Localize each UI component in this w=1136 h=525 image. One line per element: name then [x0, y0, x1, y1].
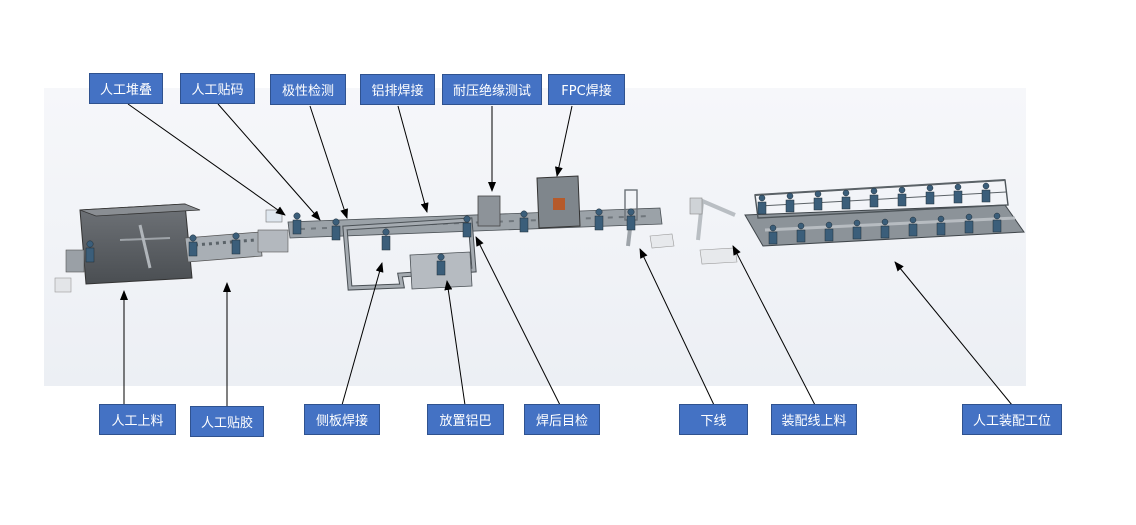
arrow-assembly-loading [732, 245, 816, 406]
worker-figure [462, 215, 472, 238]
worker-figure [231, 232, 241, 255]
label-offline: 下线 [679, 404, 748, 435]
label-side-plate-welding: 侧板焊接 [304, 404, 380, 435]
arrow-manual-stacking [127, 103, 286, 216]
worker-figure [594, 208, 604, 231]
arrow-busbar-welding [397, 105, 429, 213]
worker-figure [964, 213, 974, 234]
worker-figure [925, 184, 935, 205]
label-polarity-check: 极性检测 [270, 74, 346, 105]
label-place-busbar: 放置铝巴 [427, 404, 504, 435]
label-hipot-test: 耐压绝缘测试 [442, 74, 542, 105]
worker-figure [626, 208, 636, 231]
arrow-place-busbar [444, 280, 466, 406]
label-assembly-loading: 装配线上料 [771, 404, 857, 435]
callout-arrows [120, 103, 1013, 407]
label-manual-gluing: 人工贴胶 [190, 406, 264, 437]
label-busbar-welding: 铝排焊接 [360, 74, 435, 105]
worker-figure [953, 183, 963, 204]
arrow-manual-assembly-station [894, 261, 1013, 406]
label-manual-stacking: 人工堆叠 [89, 73, 163, 104]
loading-enclosure [54, 203, 201, 293]
worker-figure [869, 187, 879, 208]
worker-figure [813, 190, 823, 211]
worker-figure [331, 218, 341, 241]
worker-figure [981, 182, 991, 203]
arrow-side-plate-welding [341, 262, 384, 406]
worker-figure [85, 240, 95, 263]
arrow-offline [639, 248, 715, 406]
worker-figure [188, 234, 198, 257]
worker-figures [85, 182, 1002, 276]
offline-crane [649, 197, 738, 265]
worker-figure [852, 219, 862, 240]
arrow-post-weld-inspection [475, 236, 561, 406]
worker-figure [841, 189, 851, 210]
worker-figure [519, 210, 529, 233]
assembly-line [744, 179, 1025, 247]
arrow-polarity-check [309, 105, 348, 219]
worker-figure [381, 228, 391, 251]
worker-figure [936, 215, 946, 236]
label-manual-coding: 人工贴码 [180, 73, 255, 104]
label-manual-loading: 人工上料 [99, 404, 176, 435]
worker-figure [824, 221, 834, 242]
worker-figure [880, 218, 890, 239]
arrow-manual-coding [217, 103, 321, 221]
main-line [287, 175, 663, 291]
label-post-weld-inspection: 焊后目检 [524, 404, 600, 435]
worker-figure [292, 212, 302, 235]
worker-figure [757, 194, 767, 215]
worker-figure [992, 212, 1002, 233]
label-fpc-welding: FPC焊接 [548, 74, 625, 105]
arrow-fpc-welding [554, 105, 573, 177]
worker-figure [796, 222, 806, 243]
worker-figure [908, 216, 918, 237]
worker-figure [768, 224, 778, 245]
label-manual-assembly-station: 人工装配工位 [962, 404, 1062, 435]
worker-figure [897, 186, 907, 207]
worker-figure [436, 253, 446, 276]
worker-figure [785, 192, 795, 213]
